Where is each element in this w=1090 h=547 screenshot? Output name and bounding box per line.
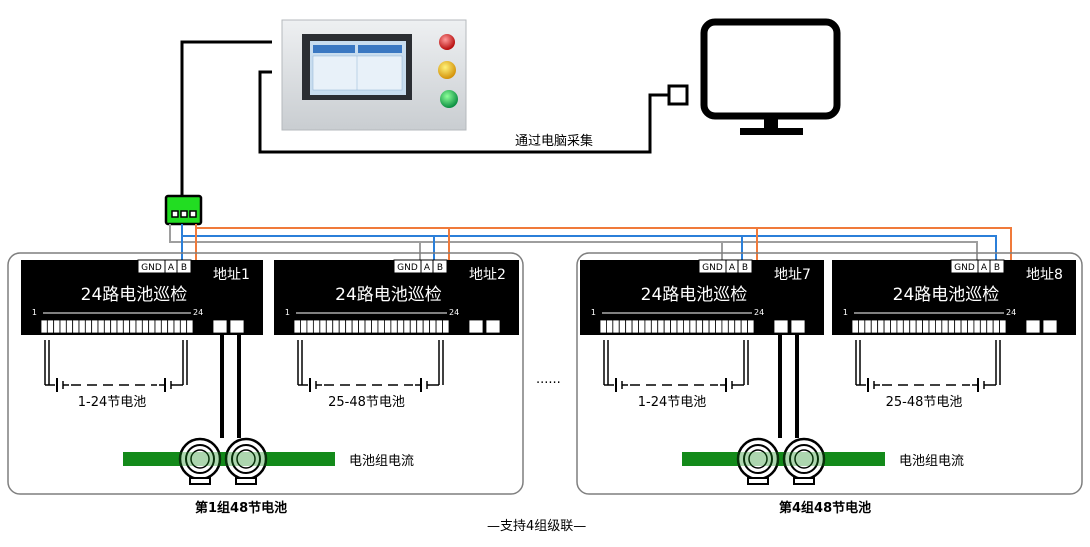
battery-label: 1-24节电池 (638, 395, 707, 410)
current-transformer-icon (224, 437, 268, 485)
battery-string-icon (44, 340, 188, 392)
terminal-label: B (742, 263, 748, 273)
monitor-icon (700, 18, 841, 135)
terminal-label: GND (702, 263, 723, 273)
terminal-label: GND (954, 263, 975, 273)
module-title: 24路电池巡检 (893, 285, 1000, 305)
range-end: 24 (449, 308, 459, 317)
current-transformer-icon (178, 437, 222, 485)
rs485-bus (169, 224, 1012, 260)
terminal-label: A (424, 263, 431, 273)
red-lamp-icon (439, 34, 455, 50)
battery-label: 25-48节电池 (886, 395, 963, 410)
range-start: 1 (285, 308, 290, 317)
terminal-label: B (437, 263, 443, 273)
pc-label: 通过电脑采集 (515, 133, 593, 149)
battery-string-icon (855, 340, 1001, 392)
module-address: 地址2 (469, 267, 506, 283)
hmi-cables (180, 40, 669, 196)
module-title: 24路电池巡检 (81, 285, 188, 305)
hmi-panel (281, 19, 467, 131)
ellipsis: ...... (536, 372, 561, 387)
battery-string-icon (297, 340, 444, 392)
battery-label: 1-24节电池 (78, 395, 147, 410)
group-caption-1: 第1组48节电池 (195, 500, 287, 516)
module-address: 地址7 (774, 267, 811, 283)
current-sensor-assembly: 电池组电流 (123, 335, 414, 485)
group-frame-4 (576, 252, 1083, 495)
terminal-label: A (981, 263, 988, 273)
cascade-label: —支持4组级联— (487, 519, 586, 534)
bus-b-line (195, 224, 1012, 260)
range-end: 24 (754, 308, 764, 317)
module-address: 地址8 (1026, 267, 1063, 283)
group-caption-4: 第4组48节电池 (779, 500, 871, 516)
group-frame-1 (7, 252, 524, 495)
current-transformer-icon (782, 437, 826, 485)
bus-gnd-line (169, 224, 978, 260)
current-sensor-assembly: 电池组电流 (682, 335, 964, 485)
terminal-label: GND (141, 263, 162, 273)
range-start: 1 (32, 308, 37, 317)
module-address: 地址1 (213, 267, 250, 283)
range-end: 24 (193, 308, 203, 317)
current-transformer-icon (736, 437, 780, 485)
terminal-label: B (994, 263, 1000, 273)
terminal-label: GND (397, 263, 418, 273)
terminal-label: A (168, 263, 175, 273)
usb-plug-icon (667, 84, 689, 106)
terminal-label: B (181, 263, 187, 273)
battery-label: 25-48节电池 (328, 395, 405, 410)
range-start: 1 (843, 308, 848, 317)
module-title: 24路电池巡检 (335, 285, 442, 305)
range-start: 1 (591, 308, 596, 317)
converter-icon (164, 194, 203, 226)
green-lamp-icon (440, 90, 458, 108)
current-label: 电池组电流 (349, 454, 414, 469)
battery-string-icon (603, 340, 749, 392)
bus-a-line (181, 224, 997, 260)
yellow-lamp-icon (438, 61, 456, 79)
current-label: 电池组电流 (899, 454, 964, 469)
module-title: 24路电池巡检 (641, 285, 748, 305)
range-end: 24 (1006, 308, 1016, 317)
terminal-label: A (729, 263, 736, 273)
